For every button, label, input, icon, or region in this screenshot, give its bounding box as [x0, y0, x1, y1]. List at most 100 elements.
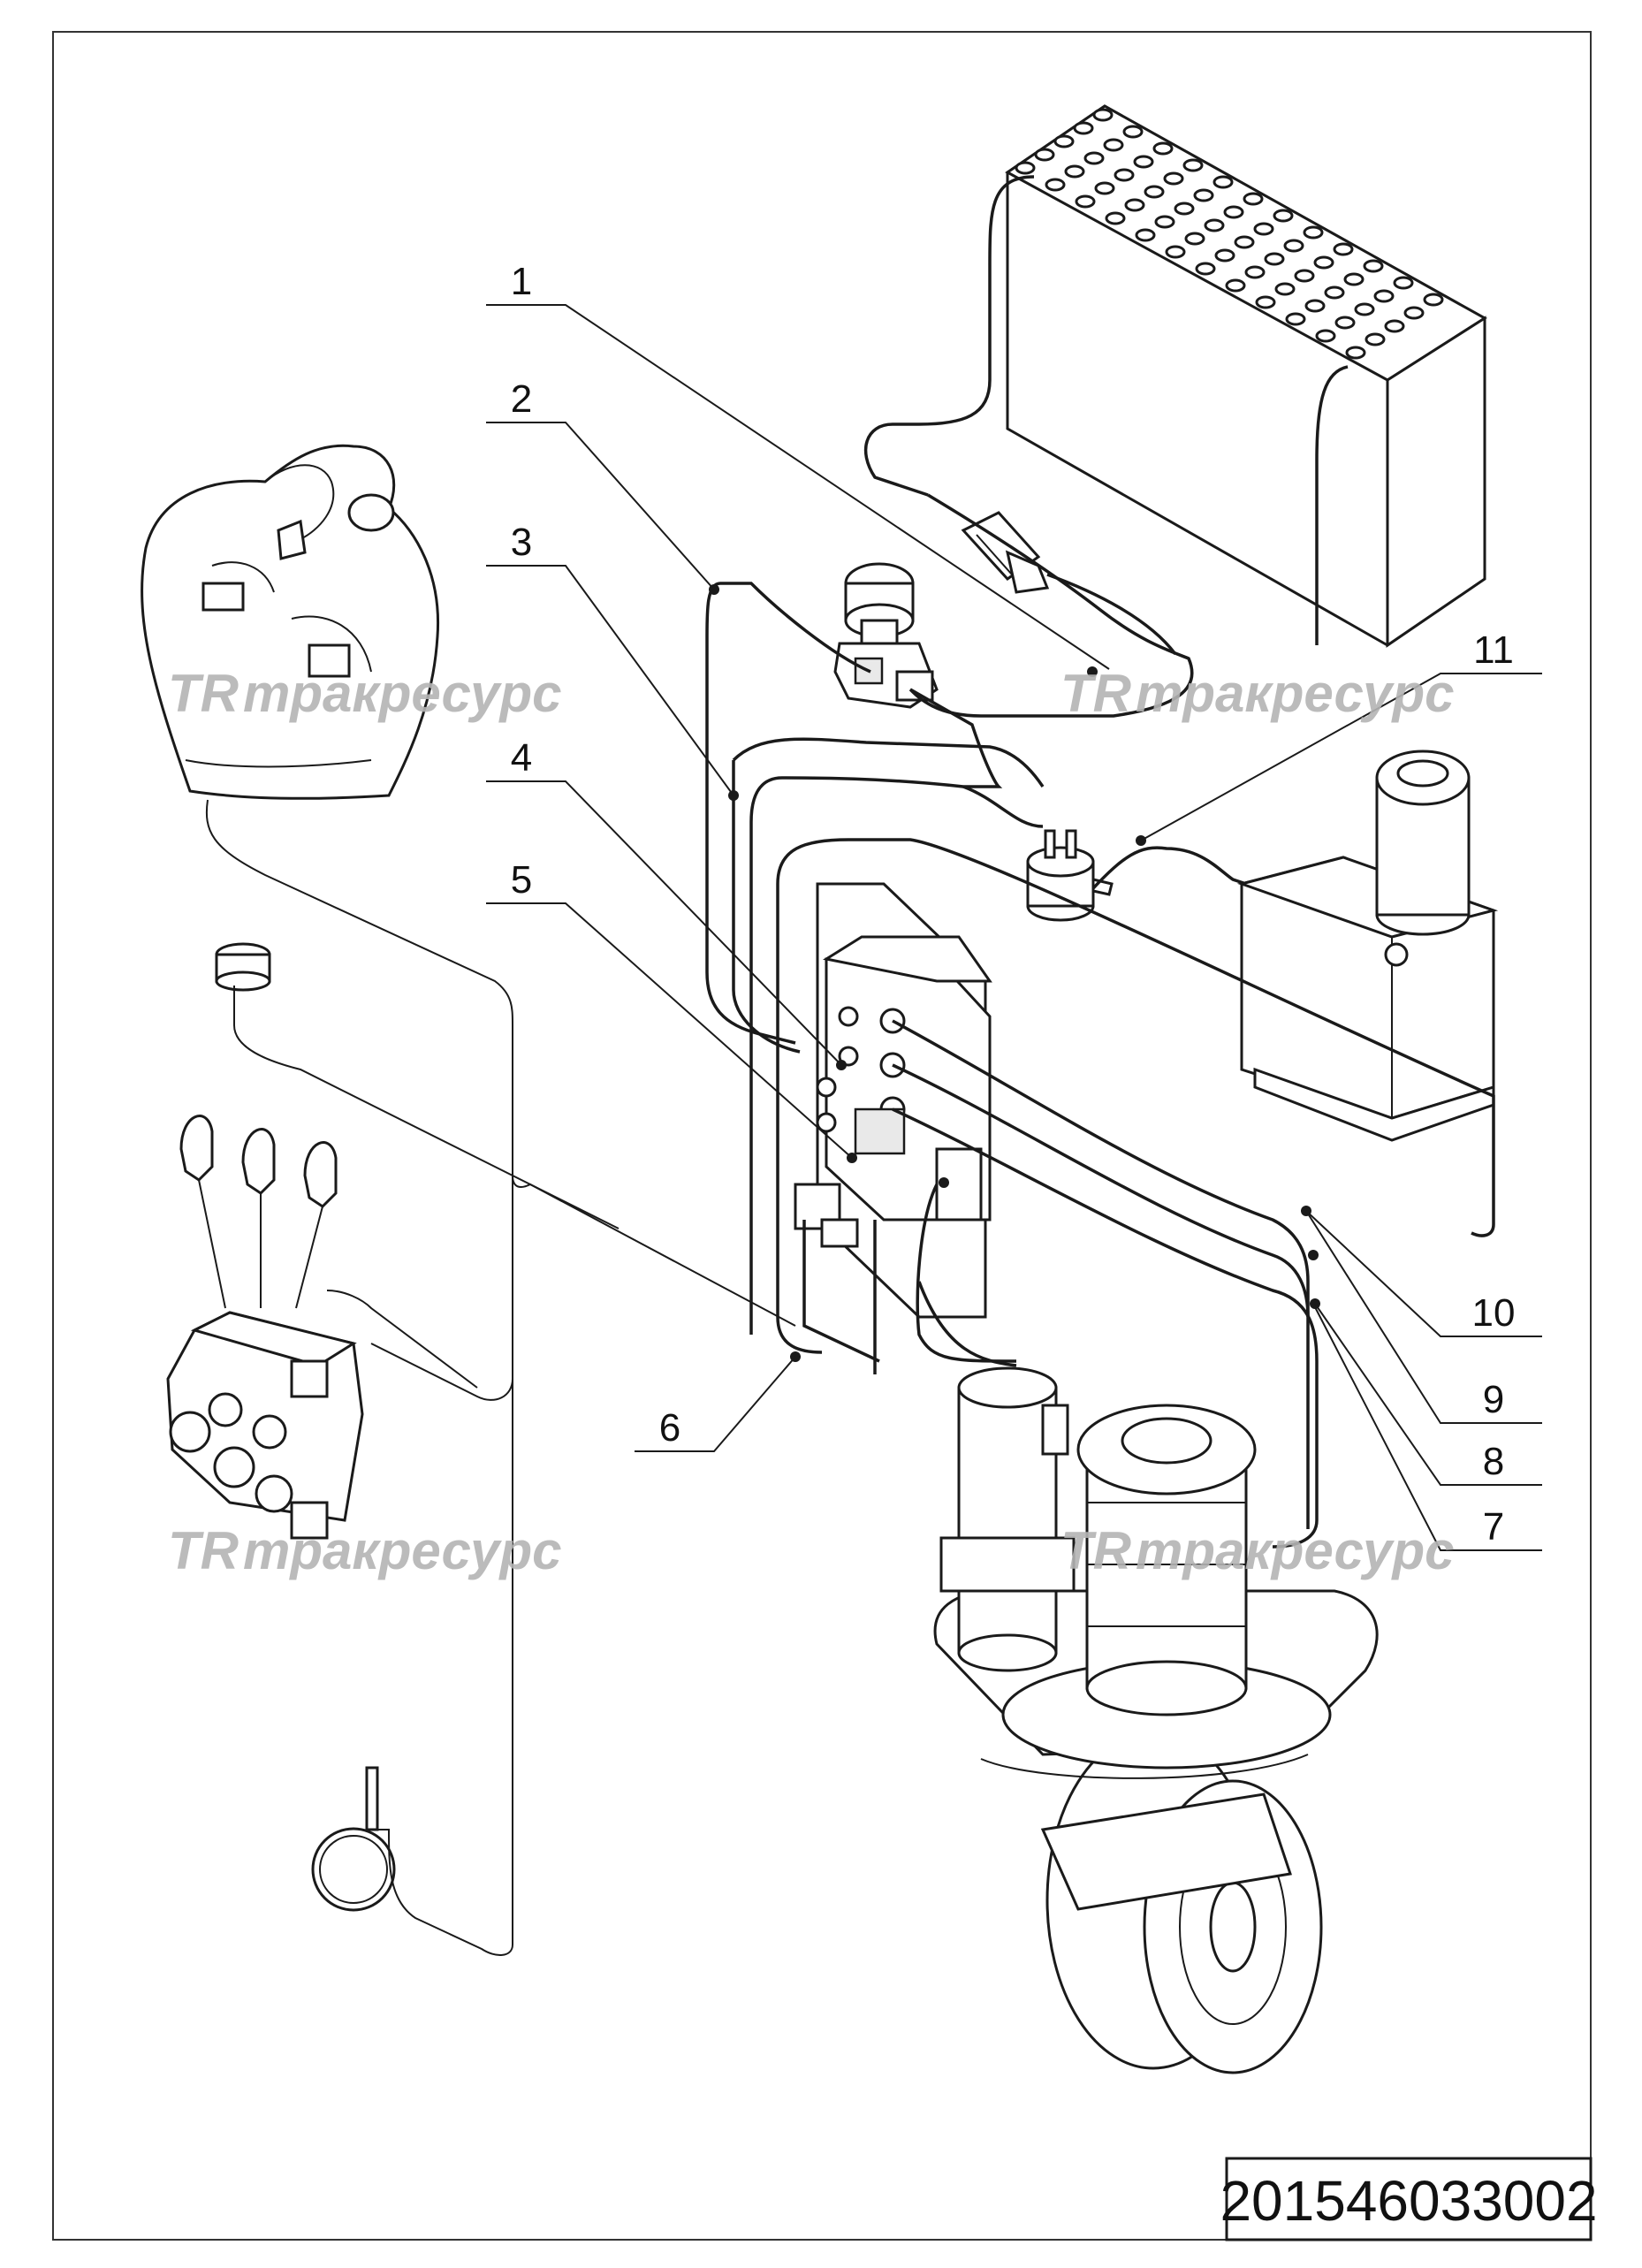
battery-cell-terminal [1154, 215, 1175, 229]
callout-11: 11 [1473, 628, 1514, 672]
callout-3: 3 [511, 521, 532, 564]
battery-cell-terminal [1184, 232, 1205, 246]
document-number: 201546033002 [1220, 2169, 1597, 2233]
battery-cell-terminal [1015, 161, 1036, 175]
callout-4: 4 [511, 736, 532, 780]
watermark-logo: TR [168, 664, 239, 723]
callout-2: 2 [511, 377, 532, 421]
battery-cell-terminal [1304, 299, 1326, 313]
battery-cell-terminal [1294, 269, 1315, 283]
watermark-logo-icon: TR тракресурс [1060, 664, 1455, 723]
callout-5: 5 [511, 858, 532, 902]
battery-cell-terminal [1384, 319, 1405, 333]
callout-10: 10 [1472, 1291, 1516, 1335]
battery-cell-terminal [1182, 158, 1204, 172]
battery-cell-terminal [1135, 228, 1156, 242]
watermark-text: тракресурс [243, 664, 562, 723]
battery-cell-terminal [1354, 302, 1375, 316]
battery-cell-terminal [1303, 225, 1324, 240]
battery-cell-terminal [1152, 141, 1174, 156]
battery-cell-terminal [1193, 188, 1214, 202]
battery-cell-terminal [1253, 222, 1274, 236]
tiller-head-icon [141, 444, 440, 800]
drive-wheel-assembly-icon [933, 1366, 1379, 2074]
battery-cell-terminal [1343, 272, 1365, 286]
battery-cell-terminal [1094, 181, 1115, 195]
callout-6: 6 [659, 1406, 680, 1450]
pump-motor-icon [1236, 750, 1499, 1142]
battery-cell-terminal [1255, 295, 1276, 309]
battery-cell-terminal [1034, 148, 1055, 162]
watermark-logo-icon: TR тракресурс [1060, 1521, 1455, 1580]
battery-cell-terminal [1264, 252, 1285, 266]
battery-cell-terminal [1103, 138, 1124, 152]
battery-cell-terminal [1163, 171, 1184, 186]
indicator-lamp-icon [215, 942, 271, 992]
battery-cell-terminal [1174, 202, 1195, 216]
watermark-logo: TR [1060, 1521, 1131, 1580]
battery-cell-terminal [1393, 276, 1414, 290]
watermark-logo: TR [1060, 664, 1131, 723]
battery-cell-terminal [1313, 255, 1334, 270]
battery-cell-terminal [1114, 168, 1135, 182]
battery-cell-terminal [1124, 198, 1145, 212]
callout-1: 1 [511, 260, 532, 303]
battery-cell-terminal [1212, 175, 1234, 189]
watermark-logo-icon: TR тракресурс [168, 1521, 562, 1580]
battery-cell-terminal [1064, 164, 1085, 179]
callout-8: 8 [1483, 1440, 1504, 1483]
callout-leaders [486, 304, 1542, 1551]
battery-cell-terminal [1244, 265, 1266, 279]
callout-9: 9 [1483, 1378, 1504, 1421]
battery-cell-terminal [1423, 293, 1444, 307]
battery-cell-terminal [1165, 245, 1186, 259]
battery-cell-terminal [1045, 178, 1066, 192]
disconnect-switch-icon [833, 562, 939, 709]
battery-cell-terminal [1144, 185, 1165, 199]
horn-icon [311, 1766, 396, 1912]
battery-cell-terminal [1273, 209, 1294, 223]
control-valve-icon [166, 1115, 364, 1540]
battery-cell-terminal [1334, 316, 1356, 330]
wiring-harness [205, 175, 1495, 1956]
battery-cell-terminal [1204, 218, 1225, 232]
battery-cell-terminal [1092, 108, 1114, 122]
battery-cell-terminal [1195, 262, 1216, 276]
watermark-text: тракресурс [243, 1521, 562, 1580]
callout-labels: 1 2 3 4 5 6 7 8 9 10 11 [511, 260, 1516, 1549]
battery-pack-icon [1005, 104, 1487, 648]
battery-cell-terminal [1324, 285, 1345, 300]
callout-7: 7 [1483, 1505, 1504, 1549]
battery-cell-terminal [1234, 235, 1255, 249]
battery-cell-terminal [1403, 306, 1425, 320]
battery-cell-terminal [1225, 278, 1246, 293]
battery-cell-terminal [1223, 205, 1244, 219]
drawing-border [52, 31, 1592, 2241]
fuse-holder-icon [1026, 829, 1114, 922]
battery-cell-terminal [1285, 312, 1306, 326]
battery-cell-terminal [1345, 346, 1366, 360]
battery-cell-terminal [1053, 134, 1075, 148]
watermark-text: тракресурс [1136, 664, 1455, 723]
battery-cell-terminal [1365, 332, 1386, 346]
watermark-logo: TR [168, 1521, 239, 1580]
battery-cell-terminal [1105, 211, 1126, 225]
battery-cell-terminal [1363, 259, 1384, 273]
battery-cell-terminal [1133, 155, 1154, 169]
battery-cell-terminal [1243, 192, 1264, 206]
battery-cell-terminal [1315, 329, 1336, 343]
battery-cell-terminal [1214, 248, 1235, 263]
controller-panel-icon [794, 882, 992, 1319]
battery-cell-terminal [1083, 151, 1105, 165]
battery-cell-terminal [1122, 125, 1144, 139]
battery-cell-terminal [1075, 194, 1096, 209]
watermark-logo-icon: TR тракресурс [168, 664, 562, 723]
battery-cell-terminal [1283, 239, 1304, 253]
watermark-group: TR тракресурс TR тракресурс TR тракресур… [168, 664, 1455, 1580]
watermark-text: тракресурс [1136, 1521, 1455, 1580]
battery-cell-terminal [1333, 242, 1354, 256]
battery-cell-terminal [1274, 282, 1296, 296]
title-block: 201546033002 [1220, 2157, 1598, 2241]
battery-cell-terminal [1373, 289, 1395, 303]
